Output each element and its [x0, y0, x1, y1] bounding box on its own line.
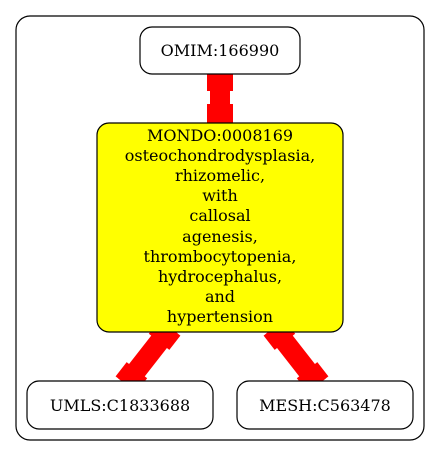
node-umls[interactable]: UMLS:C1833688: [26, 380, 214, 430]
node-mondo-line: with: [202, 186, 238, 205]
node-mesh[interactable]: MESH:C563478: [236, 380, 414, 430]
node-omim-label: OMIM:166990: [161, 41, 280, 60]
node-mondo-line: thrombocytopenia,: [144, 247, 297, 266]
node-mondo-line: osteochondrodysplasia,: [125, 146, 315, 165]
node-mondo-line: MONDO:0008169: [147, 126, 293, 145]
node-mondo[interactable]: MONDO:0008169 osteochondrodysplasia, rhi…: [96, 122, 344, 333]
node-mondo-line: callosal: [189, 206, 250, 225]
node-mesh-label: MESH:C563478: [259, 396, 391, 415]
node-mondo-box: [96, 122, 344, 333]
cluster-frame: [15, 15, 425, 441]
node-mondo-line: rhizomelic,: [175, 166, 265, 185]
edge-omim-mondo: [207, 69, 233, 126]
node-omim[interactable]: OMIM:166990: [139, 26, 301, 75]
node-mondo-line: agenesis,: [182, 227, 258, 246]
node-mondo-line: hypertension: [167, 307, 273, 326]
node-mondo-line: and: [205, 287, 235, 306]
node-umls-label: UMLS:C1833688: [50, 396, 190, 415]
node-mondo-line: hydrocephalus,: [158, 267, 282, 286]
